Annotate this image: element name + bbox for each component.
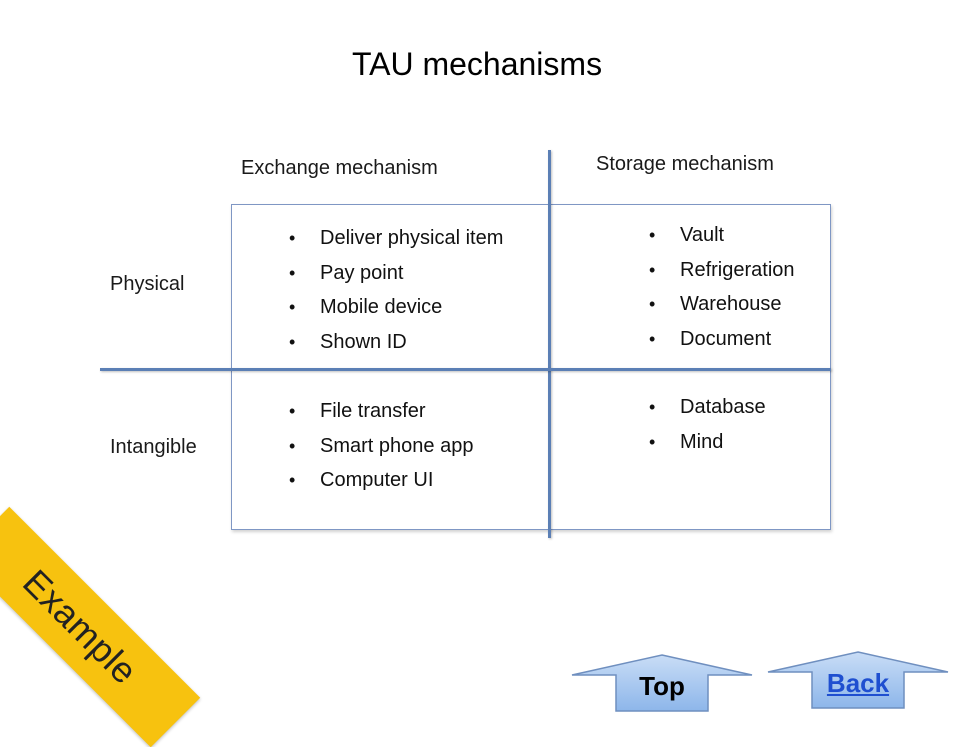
cell-physical-storage: Vault Refrigeration Warehouse Document [649, 218, 795, 356]
list-item: Deliver physical item [289, 221, 503, 256]
list-item: Mobile device [289, 290, 503, 325]
row-label-physical: Physical [110, 273, 185, 295]
column-header-storage: Storage mechanism [596, 153, 774, 175]
example-banner-label: Example [15, 561, 146, 692]
top-button[interactable]: Top [570, 653, 754, 713]
cell-intangible-exchange: File transfer Smart phone app Computer U… [289, 394, 473, 498]
list-item: Pay point [289, 256, 503, 291]
list-item: Smart phone app [289, 429, 473, 464]
top-button-label: Top [639, 671, 685, 701]
up-arrow-icon [767, 651, 949, 709]
row-label-intangible: Intangible [110, 436, 197, 458]
list-item: Vault [649, 218, 795, 253]
back-button[interactable]: Back [766, 650, 950, 710]
list-item: Warehouse [649, 287, 795, 322]
horizontal-axis-line [100, 368, 831, 371]
list-item: Mind [649, 425, 766, 460]
cell-physical-exchange: Deliver physical item Pay point Mobile d… [289, 221, 503, 359]
matrix-frame [231, 204, 831, 530]
example-banner: Example [0, 506, 201, 747]
back-button-label: Back [826, 668, 890, 698]
list-item: Document [649, 322, 795, 357]
vertical-axis-line [548, 150, 551, 538]
cell-intangible-storage: Database Mind [649, 390, 766, 459]
up-arrow-icon [571, 654, 753, 712]
list-item: Computer UI [289, 463, 473, 498]
list-item: Refrigeration [649, 253, 795, 288]
list-item: Shown ID [289, 325, 503, 360]
list-item: Database [649, 390, 766, 425]
slide-title: TAU mechanisms [351, 46, 603, 82]
list-item: File transfer [289, 394, 473, 429]
column-header-exchange: Exchange mechanism [241, 157, 438, 179]
